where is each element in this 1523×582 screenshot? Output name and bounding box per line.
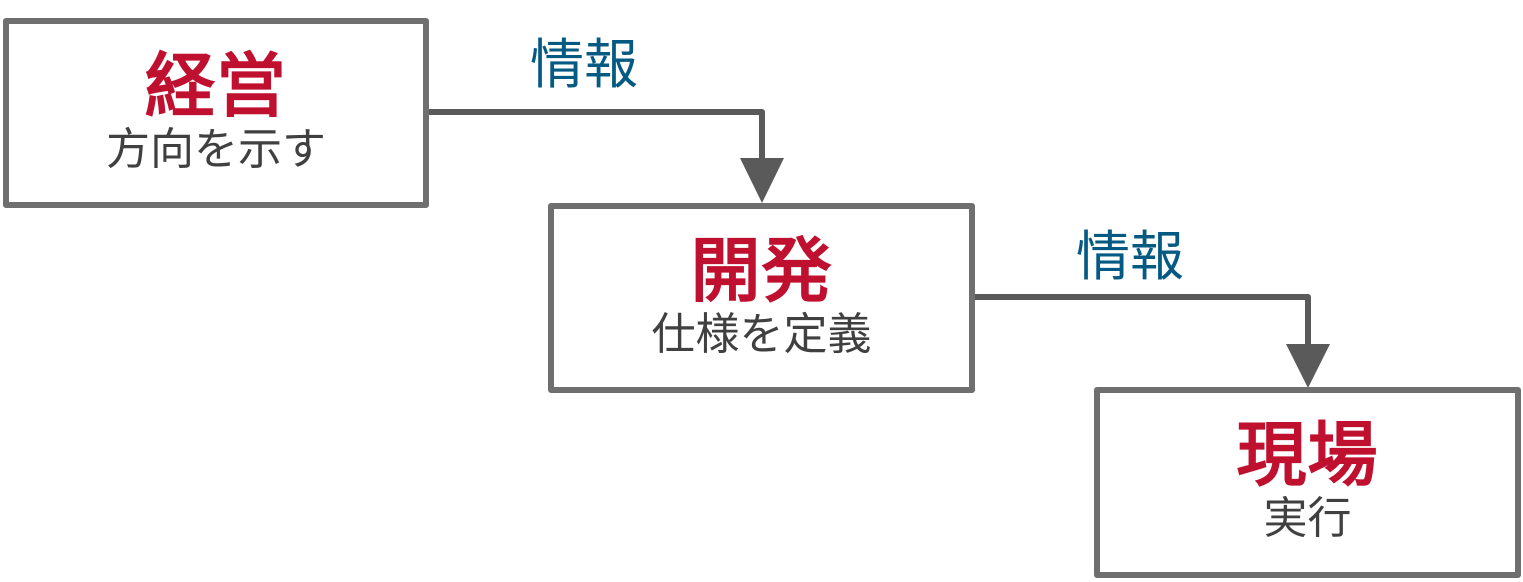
arrowhead-icon [1286,344,1330,388]
node-management: 経営 方向を示す [3,18,429,208]
node-field: 現場 実行 [1094,387,1521,578]
node-development: 開発 仕様を定義 [548,203,975,393]
node-title: 開発 [690,229,833,312]
node-title: 経営 [145,44,287,127]
edge-label: 情報 [1076,225,1184,288]
node-subtitle: 仕様を定義 [651,308,872,360]
arrowhead-icon [740,158,784,203]
node-subtitle: 方向を示す [106,123,326,175]
node-subtitle: 実行 [1263,493,1352,545]
edge-development-to-field [974,294,1330,388]
edge-label: 情報 [530,33,638,96]
node-title: 現場 [1236,414,1379,497]
edge-management-to-development [428,109,784,203]
